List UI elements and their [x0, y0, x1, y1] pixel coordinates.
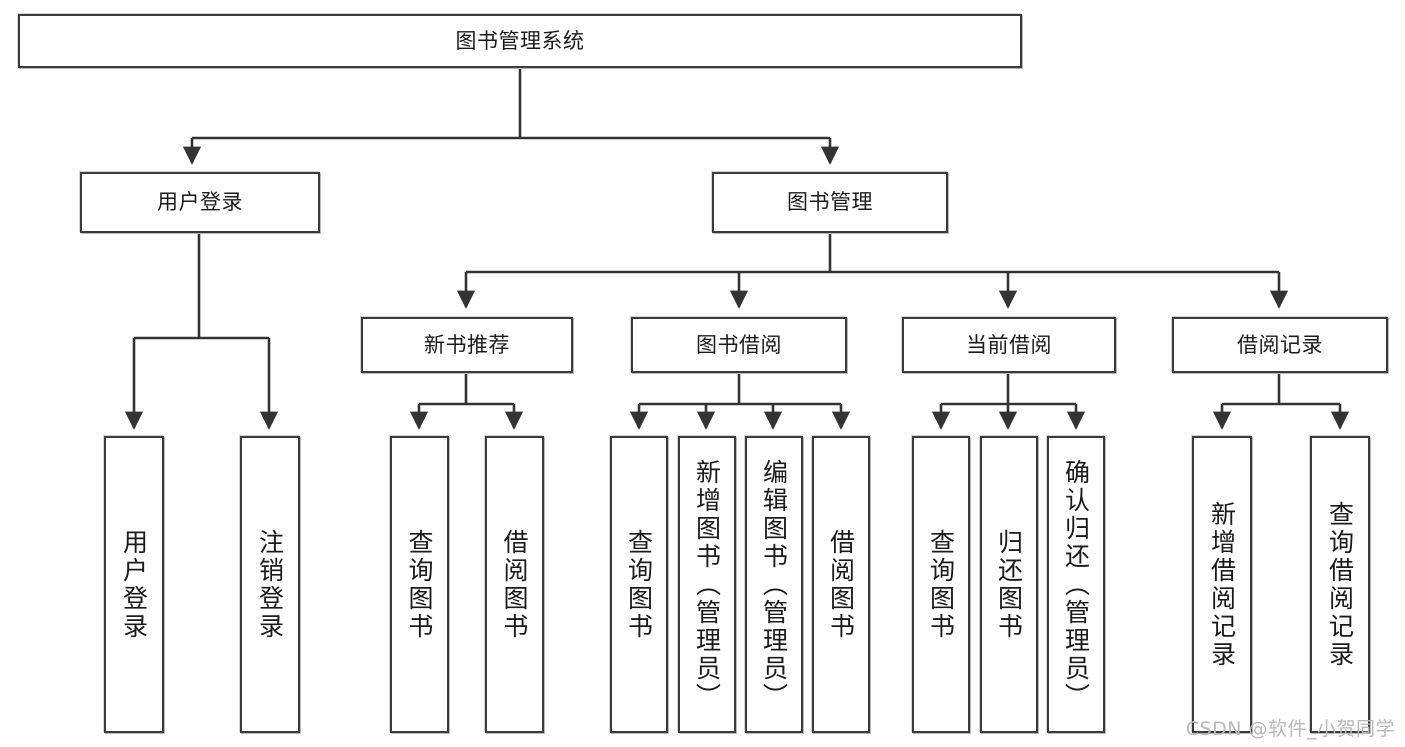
leaf-return-book[interactable]: 归还图书 — [980, 436, 1038, 733]
leaf-query-borrow-record-label: 查询借阅记录 — [1325, 500, 1355, 669]
node-root[interactable]: 图书管理系统 — [18, 14, 1022, 68]
leaf-query-borrow-record[interactable]: 查询借阅记录 — [1310, 436, 1370, 733]
leaf-edit-book-label: 编辑图书（管理员） — [759, 458, 789, 711]
leaf-borrow-book-1[interactable]: 借阅图书 — [485, 436, 544, 733]
leaf-edit-book[interactable]: 编辑图书（管理员） — [745, 436, 803, 733]
leaf-add-borrow-record[interactable]: 新增借阅记录 — [1192, 436, 1252, 733]
node-user-login-label: 用户登录 — [157, 190, 243, 215]
node-root-label: 图书管理系统 — [455, 28, 585, 53]
node-book-manage[interactable]: 图书管理 — [712, 172, 948, 233]
leaf-query-book-1-label: 查询图书 — [405, 528, 434, 641]
leaf-query-book-3[interactable]: 查询图书 — [912, 436, 970, 733]
leaf-borrow-book-2-label: 借阅图书 — [826, 528, 856, 641]
leaf-return-book-label: 归还图书 — [994, 528, 1024, 641]
leaf-query-book-2-label: 查询图书 — [624, 528, 654, 641]
leaf-logout-login-label: 注销登录 — [255, 528, 285, 641]
csdn-watermark: CSDN @软件_小贺同学 — [1185, 718, 1395, 740]
leaf-add-book[interactable]: 新增图书（管理员） — [678, 436, 736, 733]
leaf-query-book-3-label: 查询图书 — [926, 528, 956, 641]
leaf-query-book-1[interactable]: 查询图书 — [390, 436, 449, 733]
node-current-borrow[interactable]: 当前借阅 — [902, 317, 1116, 373]
node-borrow-record[interactable]: 借阅记录 — [1172, 317, 1388, 373]
leaf-add-borrow-record-label: 新增借阅记录 — [1207, 500, 1237, 669]
leaf-user-login[interactable]: 用户登录 — [104, 436, 164, 733]
node-new-book-recommend-label: 新书推荐 — [424, 332, 510, 357]
leaf-add-book-label: 新增图书（管理员） — [692, 458, 722, 711]
leaf-borrow-book-1-label: 借阅图书 — [500, 528, 529, 641]
node-book-borrow-label: 图书借阅 — [696, 332, 782, 357]
leaf-user-login-label: 用户登录 — [119, 528, 149, 641]
node-book-borrow[interactable]: 图书借阅 — [631, 317, 847, 373]
leaf-query-book-2[interactable]: 查询图书 — [610, 436, 668, 733]
node-new-book-recommend[interactable]: 新书推荐 — [361, 317, 573, 373]
node-borrow-record-label: 借阅记录 — [1237, 332, 1323, 357]
leaf-confirm-return[interactable]: 确认归还（管理员） — [1047, 436, 1105, 733]
node-user-login[interactable]: 用户登录 — [80, 172, 320, 233]
node-current-borrow-label: 当前借阅 — [966, 332, 1052, 357]
leaf-borrow-book-2[interactable]: 借阅图书 — [812, 436, 870, 733]
leaf-logout-login[interactable]: 注销登录 — [240, 436, 300, 733]
leaf-confirm-return-label: 确认归还（管理员） — [1061, 458, 1091, 711]
node-book-manage-label: 图书管理 — [787, 190, 873, 215]
